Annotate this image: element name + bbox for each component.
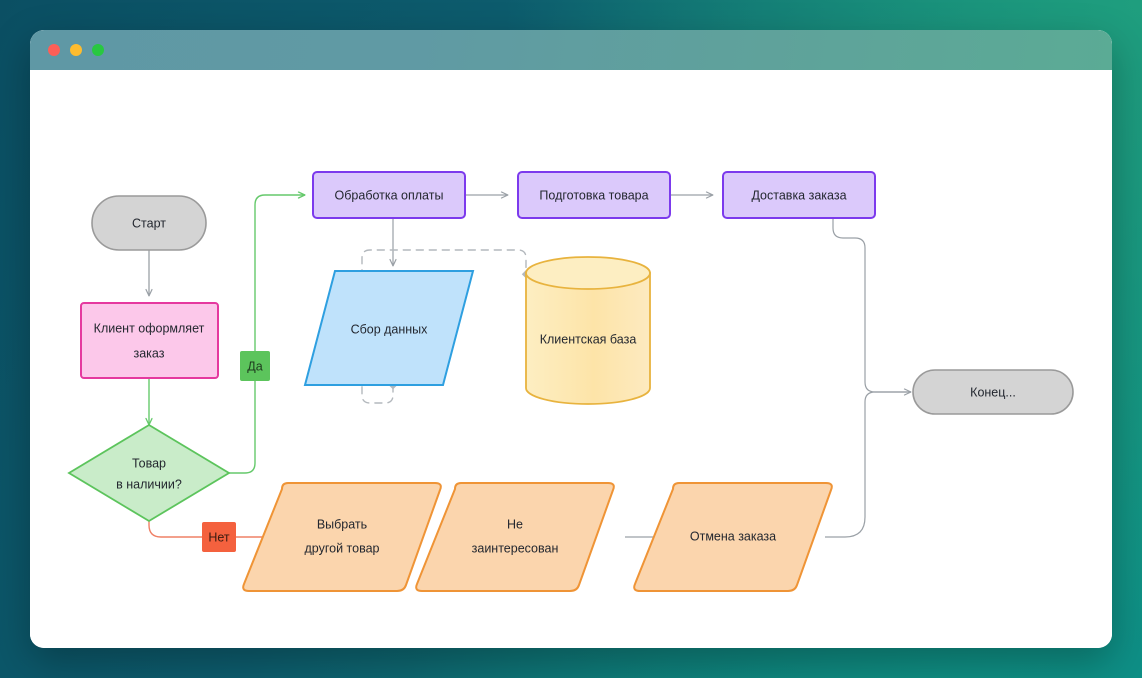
node-datacollect[interactable]: Сбор данных [303,270,475,386]
node-not-interested-label-line2: заинтересован [472,541,559,555]
node-decision-label-line2: в наличии? [116,477,182,491]
node-datacollect-shape [303,270,475,386]
node-not-interested-label-line1: Не [507,517,523,531]
diagram-canvas[interactable]: Старт Клиент оформляет заказ Товар в нал… [30,70,1112,648]
node-end-shape [912,369,1074,415]
node-database-body [525,272,651,405]
node-database-top-ellipse [525,256,651,290]
node-not-interested-shape [415,482,615,592]
edge-badge-no-label: Нет [208,530,230,544]
node-cancel-label: Отмена заказа [690,529,776,543]
node-decision-shape [67,423,231,523]
edge-badge-yes[interactable]: Да [240,351,270,381]
node-start-label: Старт [132,216,166,230]
node-start-shape [91,195,207,251]
node-order[interactable]: Клиент оформляет заказ [80,302,219,379]
edge-decision-yes-to-payment [229,195,305,474]
node-order-shape [80,302,219,379]
close-window-button[interactable] [48,44,60,56]
minimize-window-button[interactable] [70,44,82,56]
node-decision[interactable]: Товар в наличии? [67,423,231,523]
node-decision-label-line1: Товар [132,456,166,470]
flowchart-svg[interactable]: Старт Клиент оформляет заказ Товар в нал… [30,70,1112,648]
node-cancel-shape [633,482,833,592]
app-window: Старт Клиент оформляет заказ Товар в нал… [30,30,1112,648]
node-datacollect-label: Сбор данных [351,322,429,336]
node-start[interactable]: Старт [91,195,207,251]
node-choose-other-label-line2: другой товар [305,541,380,555]
node-choose-other[interactable]: Выбрать другой товар [242,482,442,592]
edge-badge-yes-shape [240,351,270,381]
node-not-interested[interactable]: Не заинтересован [415,482,615,592]
window-titlebar [30,30,1112,70]
node-database[interactable]: Клиентская база [525,256,651,405]
edge-badge-no[interactable]: Нет [202,522,236,552]
node-preparation[interactable]: Подготовка товара [517,171,671,219]
node-delivery[interactable]: Доставка заказа [722,171,876,219]
node-end-label: Конец... [970,385,1016,399]
node-choose-other-label-line1: Выбрать [317,517,367,531]
node-delivery-shape [722,171,876,219]
node-order-label-line2: заказ [134,346,165,360]
maximize-window-button[interactable] [92,44,104,56]
node-choose-other-shape [242,482,442,592]
node-cancel[interactable]: Отмена заказа [633,482,833,592]
edge-badge-no-shape [202,522,236,552]
edge-delivery-to-end [832,218,912,396]
edge-decision-no-to-choose-other [148,521,286,537]
node-order-label-line1: Клиент оформляет [94,321,205,335]
node-preparation-shape [517,171,671,219]
node-delivery-label: Доставка заказа [751,188,846,202]
node-database-label: Клиентская база [540,332,637,346]
node-payment-label: Обработка оплаты [335,188,444,202]
node-preparation-label: Подготовка товара [539,188,648,202]
edge-badge-yes-label: Да [247,359,262,373]
node-end[interactable]: Конец... [912,369,1074,415]
edge-cancel-to-end [825,391,911,538]
node-payment[interactable]: Обработка оплаты [312,171,466,219]
node-payment-shape [312,171,466,219]
